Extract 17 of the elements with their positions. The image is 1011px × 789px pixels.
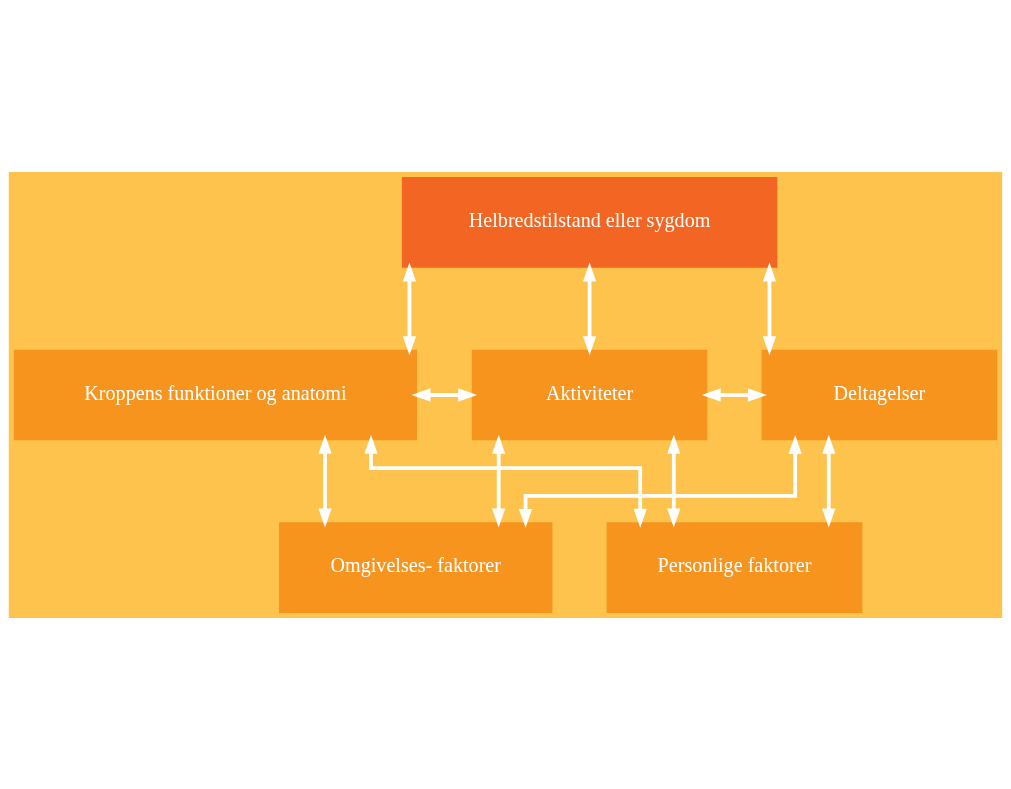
- arrow: [318, 434, 332, 528]
- node-box: Kroppens funktioner og anatomi: [13, 349, 417, 440]
- arrow: [364, 434, 647, 528]
- node-box: Omgivelses- faktorer: [279, 521, 553, 613]
- arrow: [822, 434, 836, 528]
- arrow: [492, 434, 506, 528]
- arrow: [701, 387, 767, 402]
- node-box: Aktiviteter: [471, 349, 708, 440]
- arrow: [411, 387, 478, 402]
- node-box: Deltagelser: [761, 349, 998, 440]
- arrow: [402, 261, 417, 355]
- arrow: [518, 434, 802, 528]
- arrow: [582, 261, 597, 355]
- arrow: [667, 434, 681, 528]
- arrow: [762, 261, 777, 355]
- node-box: Personlige faktorer: [606, 521, 863, 613]
- node-box: Helbredstilstand eller sygdom: [401, 176, 778, 268]
